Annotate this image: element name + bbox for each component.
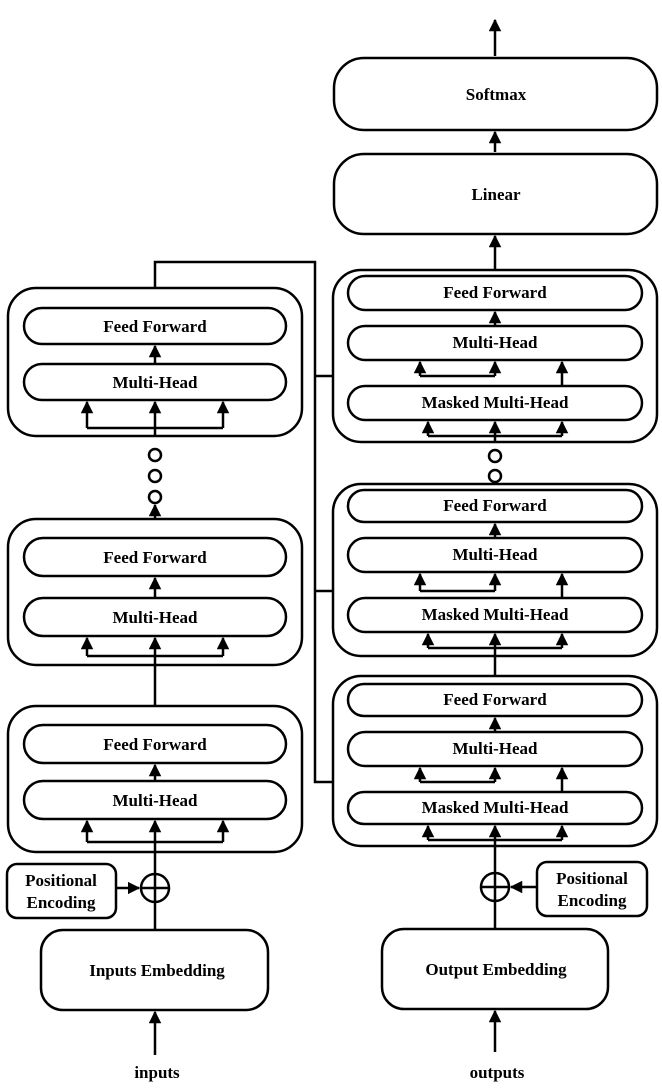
decoder-2-masked-label: Masked Multi-Head	[422, 605, 569, 624]
encoder-ellipsis-dot-3	[147, 489, 163, 505]
decoder-2-multi-head-box	[346, 536, 644, 574]
decoder-positional-encoding-line-1: Positional	[556, 869, 628, 888]
decoder-2-feed-forward-label: Feed Forward	[443, 496, 547, 515]
encoder-3-feed-forward-box	[22, 306, 288, 346]
decoder-ellipsis-dot-2	[487, 468, 503, 484]
encoder-2-feed-forward-box	[22, 536, 288, 578]
encoder-positional-encoding-box	[5, 862, 118, 920]
decoder-3-multi-head-label: Multi-Head	[453, 333, 539, 352]
decoder-1-feed-forward-label: Feed Forward	[443, 690, 547, 709]
encoder-positional-encoding-line-1: Positional	[25, 871, 97, 890]
decoder-1-multi-head-label: Multi-Head	[453, 739, 539, 758]
decoder-2-multi-head-label: Multi-Head	[453, 545, 539, 564]
decoder-1-masked-box	[346, 790, 644, 826]
softmax-label: Softmax	[466, 85, 527, 104]
decoder-3-masked-label: Masked Multi-Head	[422, 393, 569, 412]
encoder-1-multi-head-box	[22, 779, 288, 821]
linear-label: Linear	[471, 185, 521, 204]
encoder-positional-encoding-line-2: Encoding	[27, 893, 96, 912]
output-embedding-label: Output Embedding	[425, 960, 567, 979]
encoder-2-multi-head-label: Multi-Head	[113, 608, 199, 627]
decoder-3-feed-forward-box	[346, 274, 644, 312]
encoder-ellipsis-dot-1	[147, 447, 163, 463]
decoder-1-masked-label: Masked Multi-Head	[422, 798, 569, 817]
encoder-2-multi-head-box	[22, 596, 288, 638]
decoder-2-feed-forward-box	[346, 488, 644, 524]
encoder-2-feed-forward-label: Feed Forward	[103, 548, 207, 567]
decoder-positional-encoding-box	[535, 860, 649, 918]
decoder-3-feed-forward-label: Feed Forward	[443, 283, 547, 302]
encoder-3-multi-head-label: Multi-Head	[113, 373, 199, 392]
decoder-3-multi-head-box	[346, 324, 644, 362]
outputs-label: outputs	[470, 1063, 525, 1082]
linear-box	[332, 152, 659, 236]
encoder-3-multi-head-box	[22, 362, 288, 402]
encoder-1-feed-forward-box	[22, 723, 288, 765]
encoder-1-multi-head-label: Multi-Head	[113, 791, 199, 810]
decoder-positional-encoding-line-2: Encoding	[558, 891, 627, 910]
encoder-3-feed-forward-label: Feed Forward	[103, 317, 207, 336]
inputs-label: inputs	[134, 1063, 180, 1082]
decoder-1-feed-forward-box	[346, 682, 644, 718]
inputs-embedding-box	[39, 928, 270, 1012]
decoder-2-masked-box	[346, 596, 644, 634]
output-embedding-box	[380, 927, 610, 1011]
encoder-1-feed-forward-label: Feed Forward	[103, 735, 207, 754]
decoder-3-masked-box	[346, 384, 644, 422]
softmax-box	[332, 56, 659, 132]
inputs-embedding-label: Inputs Embedding	[89, 961, 225, 980]
decoder-1-multi-head-box	[346, 730, 644, 768]
decoder-ellipsis-dot-1	[487, 448, 503, 464]
encoder-ellipsis-dot-2	[147, 468, 163, 484]
